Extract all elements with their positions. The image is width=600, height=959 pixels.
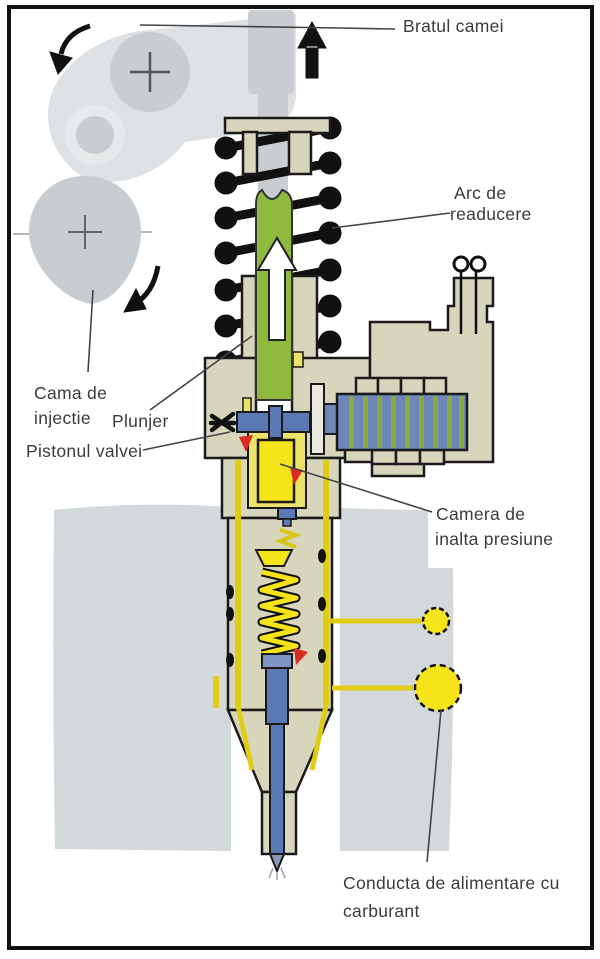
flow-arrow-icon	[239, 435, 253, 452]
plunger	[255, 188, 298, 401]
leader-injection-cam	[87, 289, 94, 373]
body-collar-left	[240, 274, 258, 364]
body-fuel-channels	[213, 460, 329, 771]
leader-valve-piston	[142, 431, 231, 451]
relief-valve	[274, 507, 303, 549]
terminal-icon	[452, 255, 470, 273]
terminal-icon	[469, 255, 487, 273]
plunger-up-arrow-icon	[256, 236, 298, 341]
solenoid-coil-assembly	[310, 255, 487, 455]
armature-plate	[310, 383, 325, 455]
solenoid-coil	[335, 392, 469, 452]
needle-valve	[261, 653, 293, 880]
spring-seat-cup	[223, 116, 332, 176]
cam-rotation-arrowhead-icon	[123, 287, 147, 313]
valve-return-spring	[208, 411, 237, 433]
flow-arrow-icon	[290, 467, 303, 485]
label-return-spring-line2: readucere	[450, 204, 532, 224]
high-pressure-chamber	[256, 438, 296, 504]
flow-arrow-icon	[294, 648, 308, 665]
seal-rings	[226, 549, 326, 667]
needle-tip	[268, 853, 286, 874]
injection-cam	[13, 176, 152, 304]
spray-icon	[268, 867, 286, 880]
leader-lines	[87, 24, 451, 863]
label-injection-cam-line1: Cama de	[34, 383, 108, 403]
solenoid-fins-top	[354, 376, 448, 396]
spring-coil	[214, 151, 342, 195]
relief-spring	[274, 528, 303, 549]
cam-cross-icon	[68, 215, 102, 249]
label-hp-chamber-line2: inalta presiune	[435, 529, 554, 549]
solenoid-fins-bottom	[370, 448, 446, 466]
fuel-port-large	[413, 663, 463, 713]
engine-block-left	[53, 504, 232, 851]
fuel-port-small	[421, 606, 451, 636]
label-plunger: Plunjer	[112, 411, 169, 431]
rocker-arm-assembly	[47, 10, 296, 202]
leader-hp-chamber	[279, 463, 433, 513]
label-hp-chamber-line1: Camera de	[436, 504, 526, 524]
feed-channel	[292, 351, 304, 368]
nozzle-spring	[257, 567, 301, 659]
leader-plunger	[149, 335, 253, 411]
pressure-funnel	[254, 549, 294, 567]
label-cam-arm: Bratul camei	[403, 16, 504, 36]
pivot-cross-icon	[130, 52, 170, 92]
label-injection-cam-line2: injectie	[34, 408, 91, 428]
valve-piston	[236, 405, 311, 439]
body-collar-right	[290, 274, 319, 364]
rocker-roller	[76, 116, 114, 154]
pushrod-upper	[248, 10, 294, 94]
rocker-rotation-arrow-icon	[58, 23, 91, 55]
rocker-rotation-arrowhead-icon	[49, 51, 73, 75]
leader-cam-arm	[139, 24, 396, 30]
flow-arrows	[239, 435, 308, 665]
label-backplate	[428, 492, 590, 568]
label-return-spring-line1: Arc de	[454, 183, 507, 203]
leader-return-spring	[331, 212, 451, 229]
label-valve-piston: Pistonul valvei	[26, 441, 143, 461]
engine-block-right	[340, 508, 454, 851]
up-arrow-icon	[297, 20, 327, 79]
label-fuel-supply-line2: carburant	[343, 901, 420, 921]
coil-windings	[349, 396, 464, 448]
fuel-supply-ports	[326, 606, 463, 713]
motion-arrows	[49, 20, 327, 313]
label-fuel-supply-line1: Conducta de alimentare cu	[343, 873, 560, 893]
terminal-wires	[459, 271, 478, 334]
leader-fuel-supply	[426, 709, 442, 863]
engine-block	[53, 504, 454, 851]
pushrod	[258, 90, 288, 202]
